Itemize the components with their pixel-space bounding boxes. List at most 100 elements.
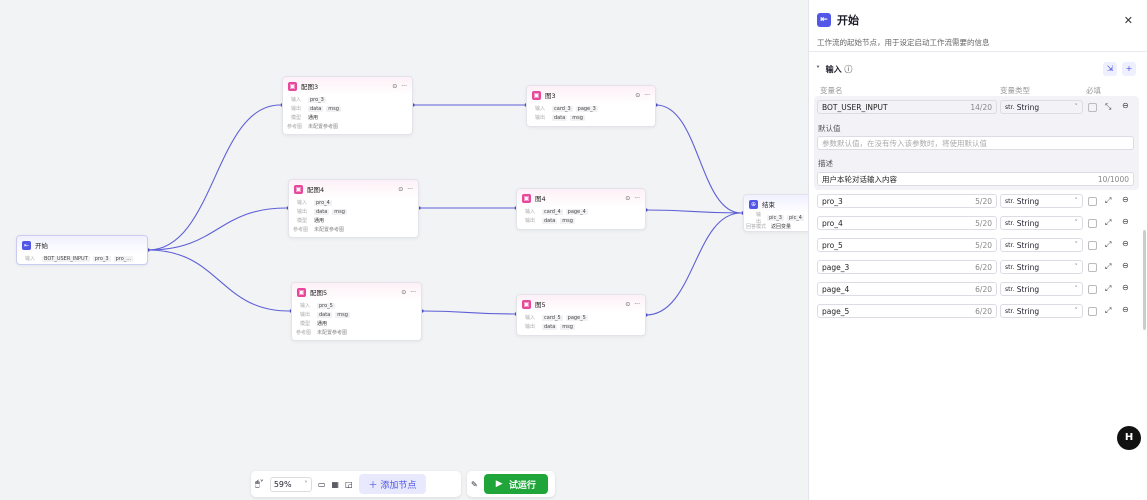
start-icon: ⇤ [22,240,31,250]
variable-type-select[interactable]: str. String˅ [1000,282,1083,296]
model-value: 通用 [308,115,319,121]
row-label: 输入 [525,209,536,215]
image-icon: ▣ [288,81,297,91]
more-icon[interactable]: ··· [634,194,640,202]
run-node-icon[interactable]: ⊙ [625,194,631,202]
required-checkbox[interactable] [1088,307,1097,316]
close-icon[interactable]: ✕ [1123,14,1133,27]
expand-icon[interactable]: ⤢ [1105,218,1112,227]
edge[interactable] [147,249,290,312]
run-node-icon[interactable]: ⊙ [398,185,404,193]
row-label: 模型 [300,321,311,327]
required-checkbox[interactable] [1088,103,1097,112]
expand-icon[interactable]: ⤢ [1105,306,1112,315]
collapse-icon[interactable]: ⤡ [1105,102,1112,111]
debug-icon[interactable]: ✎ [471,479,478,489]
expand-icon[interactable]: ⤢ [1105,196,1112,205]
expand-icon[interactable]: ⤢ [1105,262,1112,271]
remove-icon[interactable]: ⊖ [1122,283,1129,292]
mouse-mode-icon[interactable]: 🖱˅ [255,479,264,488]
more-icon[interactable]: ··· [644,91,650,99]
add-variable-button[interactable]: + [1122,62,1136,76]
required-checkbox[interactable] [1088,219,1097,228]
type-prefix: str. [1005,241,1015,249]
more-icon[interactable]: ··· [410,288,416,296]
required-checkbox[interactable] [1088,197,1097,206]
type-prefix: str. [1005,263,1015,271]
edge[interactable] [655,104,742,214]
ref-value: 未配置参考图 [317,330,348,336]
add-node-button[interactable]: ＋ 添加节点 [358,474,427,494]
remove-icon[interactable]: ⊖ [1122,101,1129,110]
run-node-icon[interactable]: ⊙ [392,82,398,90]
more-icon[interactable]: ··· [634,300,640,308]
remove-icon[interactable]: ⊖ [1122,217,1129,226]
value: pro_4 [822,218,843,228]
layout-icon[interactable]: ▦ [331,479,339,489]
edge[interactable] [147,207,287,251]
type-value: String [1016,218,1040,228]
edge[interactable] [421,310,515,315]
type-prefix: str. [1005,219,1015,227]
image-icon: ▣ [522,299,531,309]
value: BOT_USER_INPUT [822,102,888,112]
tag: data [308,105,324,112]
run-node-icon[interactable]: ⊙ [635,91,641,99]
variable-type-select[interactable]: str. String˅ [1000,238,1083,252]
edge[interactable] [645,212,742,316]
required-checkbox[interactable] [1088,285,1097,294]
type-prefix: str. [1005,103,1015,111]
test-run-button[interactable]: ▶ 试运行 [483,474,548,494]
variable-type-select[interactable]: str. String˅ [1000,216,1083,230]
variable-type-select[interactable]: str. String˅ [1000,100,1083,114]
input-section-header[interactable]: ˅ 输入 ⓘ [816,64,852,75]
zoom-select[interactable]: 59%˅ [269,476,312,492]
remove-icon[interactable]: ⊖ [1122,239,1129,248]
remove-icon[interactable]: ⊖ [1122,261,1129,270]
more-icon[interactable]: ··· [407,185,413,193]
node-title: 图5 [535,301,546,309]
comment-icon[interactable]: ▭ [317,479,326,489]
default-value-input[interactable]: 参数默认值，在没有传入该参数时，将使用默认值 [817,136,1134,150]
header-type: 变量类型 [1000,86,1030,95]
required-checkbox[interactable] [1088,263,1097,272]
import-icon[interactable]: ⇲ [1103,62,1117,76]
type-value: String [1016,262,1040,272]
expand-icon[interactable]: ⤢ [1105,284,1112,293]
required-checkbox[interactable] [1088,241,1097,250]
assistant-button[interactable]: H [1117,426,1141,450]
edge[interactable] [645,209,742,214]
char-count: 6/20 [975,262,992,272]
run-node-icon[interactable]: ⊙ [401,288,407,296]
edge[interactable] [147,104,281,251]
scrollbar[interactable] [1143,230,1146,330]
run-node-icon[interactable]: ⊙ [625,300,631,308]
variable-type-select[interactable]: str. String˅ [1000,194,1083,208]
remove-icon[interactable]: ⊖ [1122,305,1129,314]
char-count: 5/20 [975,240,992,250]
remove-icon[interactable]: ⊖ [1122,195,1129,204]
variable-type-select[interactable]: str. String˅ [1000,304,1083,318]
expand-icon[interactable]: ⤢ [1105,240,1112,249]
variable-type-select[interactable]: str. String˅ [1000,260,1083,274]
minimap-icon[interactable]: ◲ [344,479,353,489]
more-icon[interactable]: ··· [401,82,407,90]
end-icon: ⊕ [749,199,758,209]
